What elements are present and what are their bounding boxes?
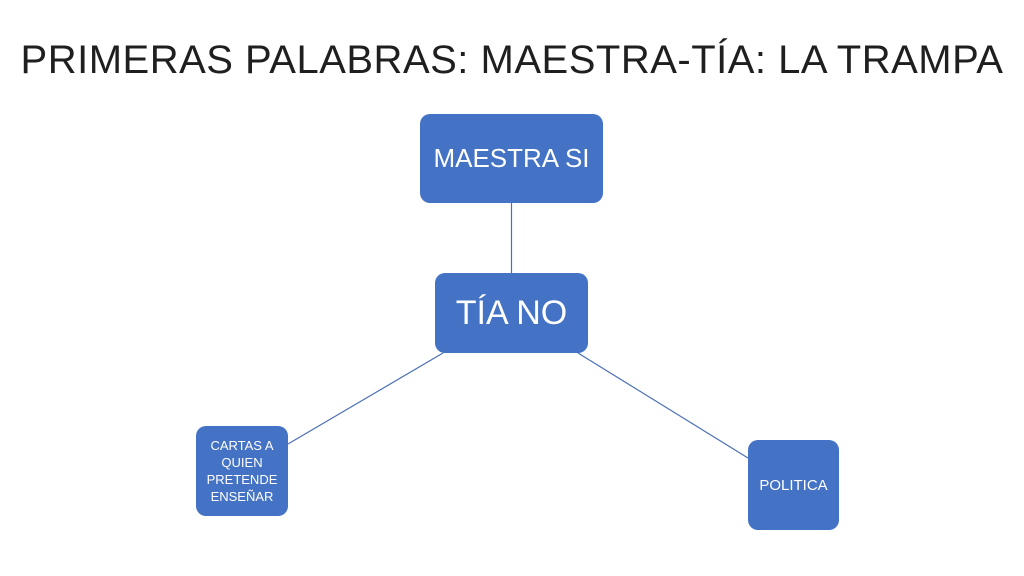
- node-cartas[interactable]: CARTAS A QUIEN PRETENDE ENSEÑAR: [196, 426, 288, 516]
- slide-title: PRIMERAS PALABRAS: MAESTRA-TÍA: LA TRAMP…: [20, 38, 1004, 82]
- node-label: POLITICA: [759, 476, 828, 494]
- node-label: MAESTRA SI: [433, 143, 590, 173]
- node-politica[interactable]: POLITICA: [748, 440, 839, 530]
- node-label: TÍA NO: [455, 293, 568, 332]
- edge-center-left: [287, 352, 444, 445]
- edge-center-right: [577, 352, 749, 459]
- node-tia-no[interactable]: TÍA NO: [435, 273, 588, 353]
- node-label: CARTAS A QUIEN PRETENDE ENSEÑAR: [206, 438, 278, 504]
- node-maestra-si[interactable]: MAESTRA SI: [420, 114, 603, 203]
